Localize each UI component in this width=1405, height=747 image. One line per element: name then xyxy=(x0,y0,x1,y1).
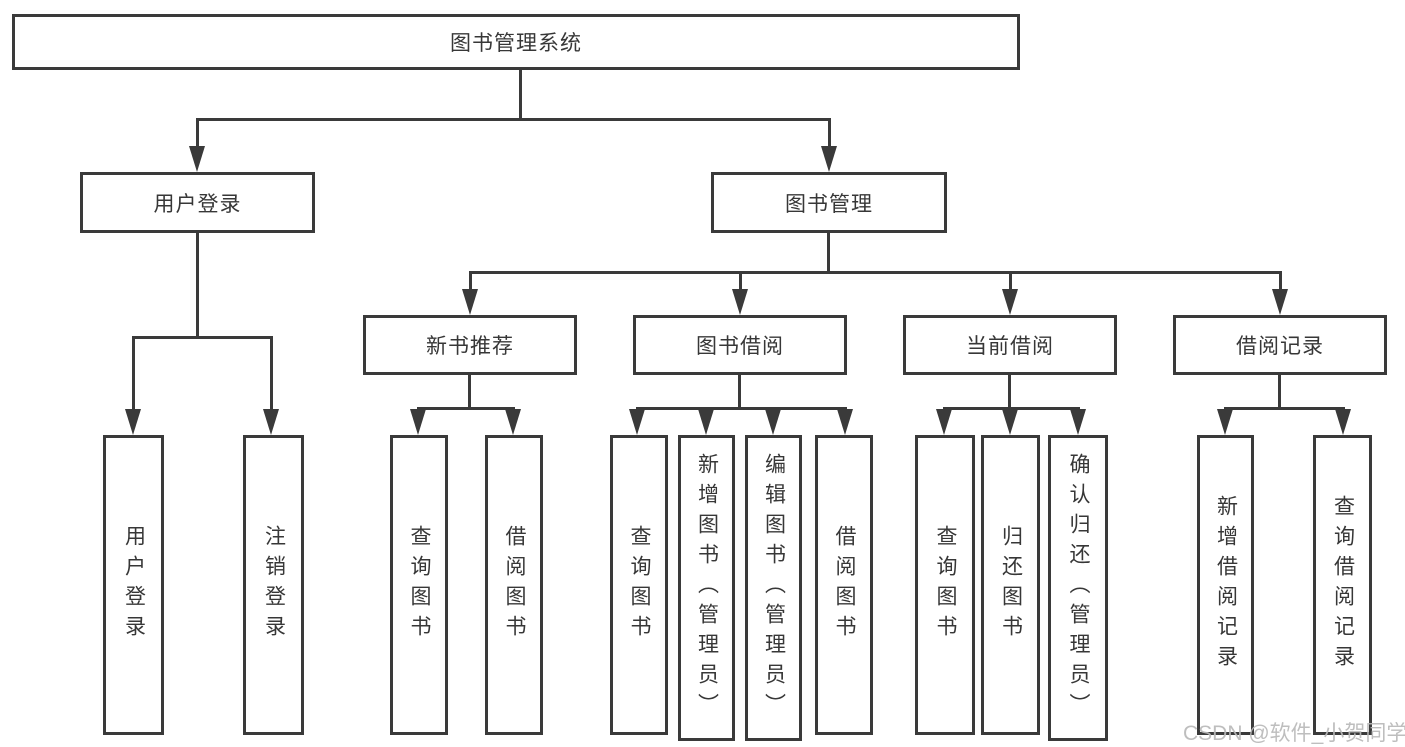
connector-line xyxy=(1009,271,1012,293)
connector-line xyxy=(468,375,471,410)
node-book-management: 图书管理 xyxy=(711,172,947,233)
connector-line xyxy=(196,118,831,121)
connector-line xyxy=(827,233,830,274)
connector-line xyxy=(417,407,515,410)
leaf-user-login: 用户登录 xyxy=(103,435,164,735)
connector-line xyxy=(469,271,472,293)
arrowhead-down-icon xyxy=(1217,409,1233,435)
connector-line xyxy=(196,233,199,339)
leaf-confirm-return-admin: 确认归还（管理员） xyxy=(1048,435,1108,741)
arrowhead-down-icon xyxy=(837,409,853,435)
node-borrowing-records: 借阅记录 xyxy=(1173,315,1387,375)
arrowhead-down-icon xyxy=(1002,409,1018,435)
connector-line xyxy=(132,336,135,413)
arrowhead-down-icon xyxy=(936,409,952,435)
connector-line xyxy=(828,118,831,150)
node-new-book-recommend: 新书推荐 xyxy=(363,315,577,375)
connector-line xyxy=(132,336,273,339)
arrowhead-down-icon xyxy=(1070,409,1086,435)
node-user-login: 用户登录 xyxy=(80,172,315,233)
leaf-query-borrow-record: 查询借阅记录 xyxy=(1313,435,1372,735)
arrowhead-down-icon xyxy=(189,146,205,172)
connector-line xyxy=(739,271,742,293)
arrowhead-down-icon xyxy=(1002,289,1018,315)
arrowhead-down-icon xyxy=(462,289,478,315)
leaf-add-borrow-record: 新增借阅记录 xyxy=(1197,435,1254,735)
csdn-watermark: CSDN @软件_小贺同学 xyxy=(1183,722,1405,745)
arrowhead-down-icon xyxy=(1272,289,1288,315)
connector-line xyxy=(943,407,1080,410)
leaf-logout: 注销登录 xyxy=(243,435,304,735)
connector-line xyxy=(519,70,522,121)
arrowhead-down-icon xyxy=(1335,409,1351,435)
leaf-return-books: 归还图书 xyxy=(981,435,1040,735)
connector-line xyxy=(270,336,273,413)
connector-line xyxy=(196,118,199,150)
connector-line xyxy=(1224,407,1345,410)
connector-line xyxy=(469,271,1282,274)
arrowhead-down-icon xyxy=(410,409,426,435)
connector-line xyxy=(636,407,847,410)
leaf-borrow-books: 借阅图书 xyxy=(485,435,543,735)
arrowhead-down-icon xyxy=(732,289,748,315)
leaf-borrow-books: 借阅图书 xyxy=(815,435,873,735)
node-current-borrowing: 当前借阅 xyxy=(903,315,1117,375)
node-root-library-system: 图书管理系统 xyxy=(12,14,1020,70)
leaf-add-books-admin: 新增图书（管理员） xyxy=(678,435,735,741)
leaf-edit-books-admin: 编辑图书（管理员） xyxy=(745,435,802,741)
connector-line xyxy=(1279,271,1282,293)
arrowhead-down-icon xyxy=(629,409,645,435)
arrowhead-down-icon xyxy=(263,409,279,435)
arrowhead-down-icon xyxy=(125,409,141,435)
arrowhead-down-icon xyxy=(698,409,714,435)
leaf-query-books: 查询图书 xyxy=(915,435,975,735)
leaf-query-books: 查询图书 xyxy=(610,435,668,735)
connector-line xyxy=(738,375,741,410)
node-book-borrowing: 图书借阅 xyxy=(633,315,847,375)
leaf-query-books: 查询图书 xyxy=(390,435,448,735)
arrowhead-down-icon xyxy=(765,409,781,435)
connector-line xyxy=(1278,375,1281,410)
connector-line xyxy=(1008,375,1011,410)
arrowhead-down-icon xyxy=(821,146,837,172)
arrowhead-down-icon xyxy=(505,409,521,435)
